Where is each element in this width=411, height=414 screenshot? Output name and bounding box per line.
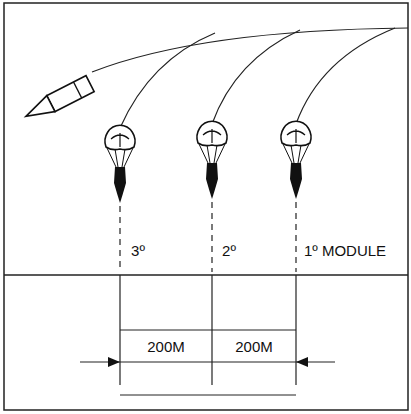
frame <box>4 3 408 410</box>
module-path <box>212 30 300 124</box>
extension-line <box>120 275 296 385</box>
ground-line <box>4 274 408 276</box>
module-number: 3º <box>129 242 147 259</box>
dimension-label: 200M <box>233 338 275 355</box>
dimension-box <box>120 395 296 396</box>
descent-line <box>120 202 296 272</box>
module-number: 2º <box>220 242 238 259</box>
arrowhead <box>108 357 120 367</box>
module-path <box>120 33 215 128</box>
arrowhead <box>296 357 308 367</box>
dimension-box <box>120 330 296 331</box>
trajectory <box>92 28 408 72</box>
module-label: 1º MODULE <box>302 242 388 259</box>
rocket <box>22 76 94 125</box>
dimension-label: 200M <box>145 338 187 355</box>
module-path <box>296 28 395 124</box>
